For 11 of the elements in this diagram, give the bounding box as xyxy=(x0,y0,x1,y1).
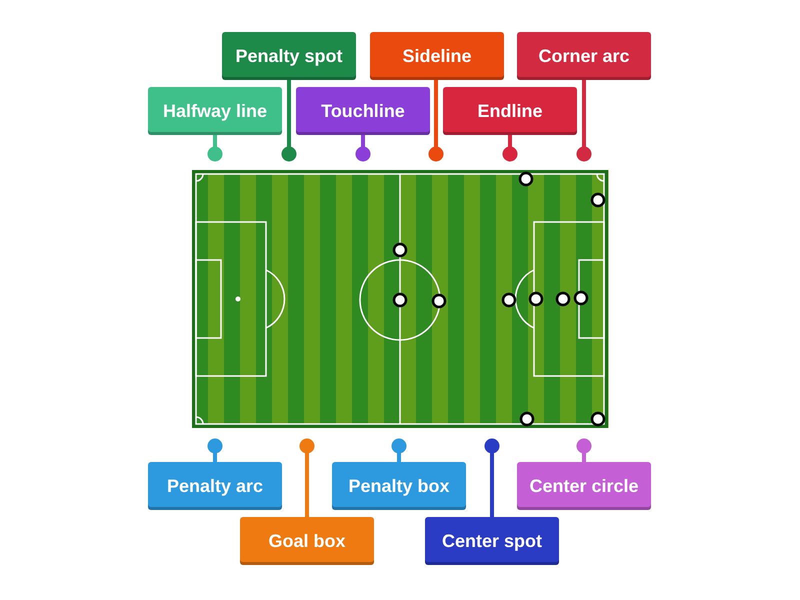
label-tag: Penalty box xyxy=(332,462,466,510)
label-tag: Goal box xyxy=(240,517,374,565)
label-tag: Center circle xyxy=(517,462,651,510)
label-tag: Center spot xyxy=(425,517,559,565)
label-tag: Penalty spot xyxy=(222,32,356,80)
label-tag: Halfway line xyxy=(148,87,282,135)
label-tag: Touchline xyxy=(296,87,430,135)
label-tag: Corner arc xyxy=(517,32,651,80)
label-tag: Penalty arc xyxy=(148,462,282,510)
label-tag: Sideline xyxy=(370,32,504,80)
label-tag: Endline xyxy=(443,87,577,135)
